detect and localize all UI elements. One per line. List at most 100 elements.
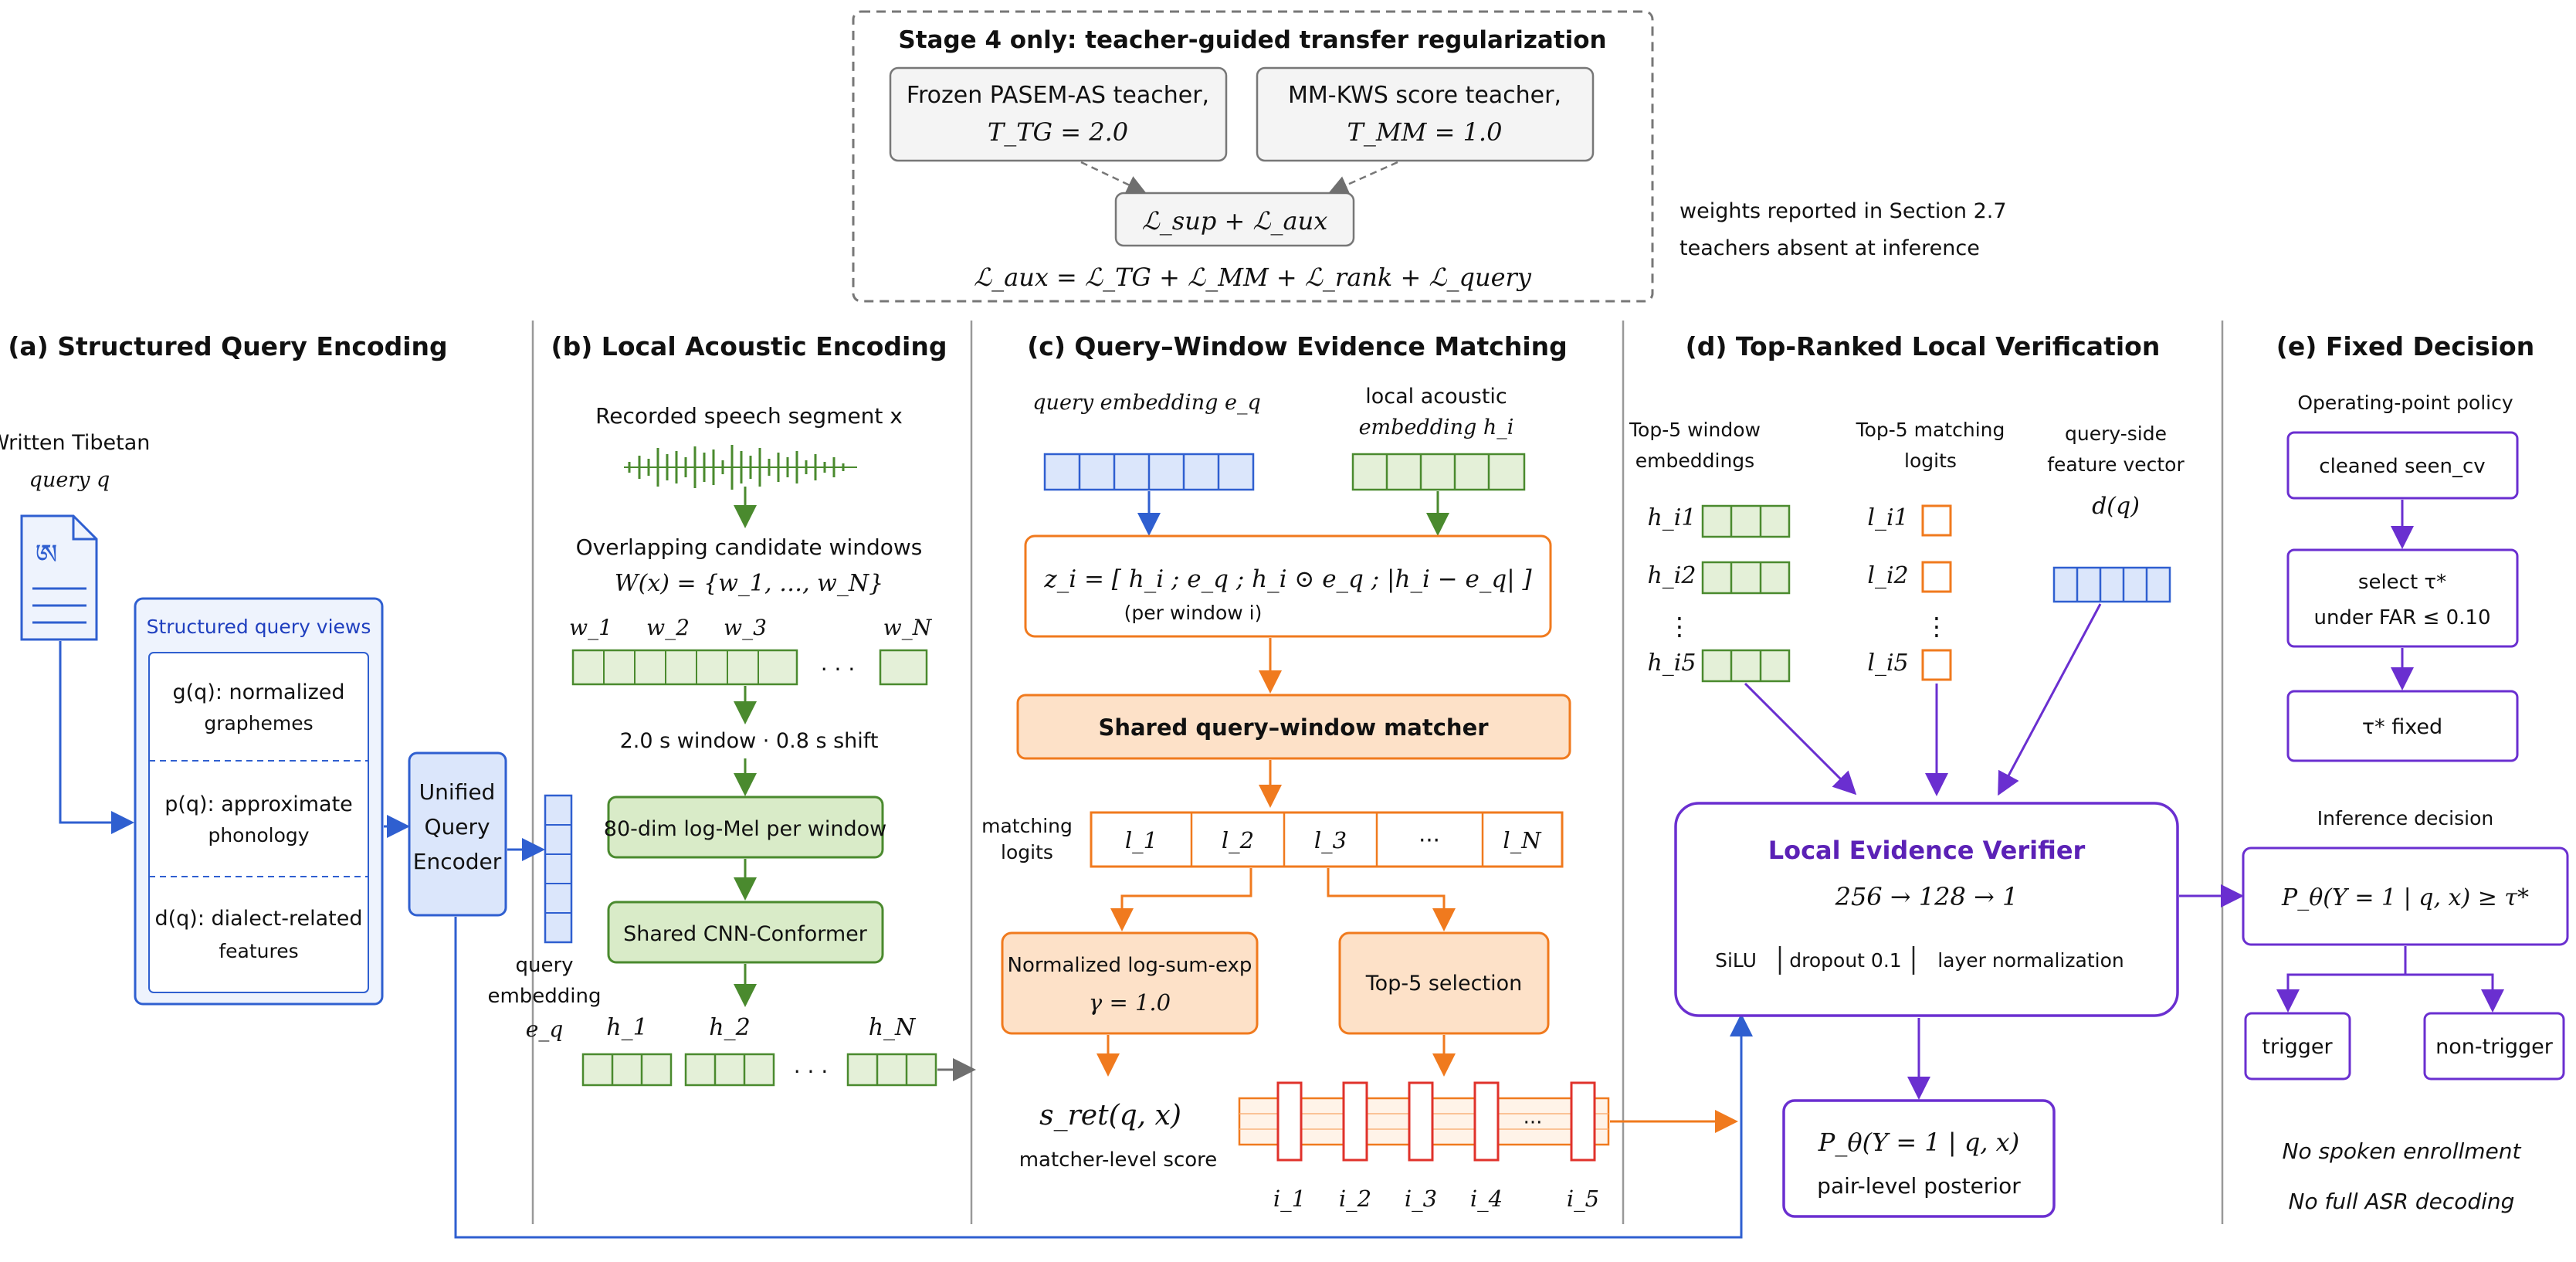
trigger-box [2244,1012,2351,1081]
dq-label-2: feature vector [2047,453,2185,476]
trigger-label: trigger [2262,1035,2333,1059]
z-formula: z_i = [ h_i ; e_q ; h_i ⊙ e_q ; |h_i − e… [1043,565,1532,593]
shared-matcher-label: Shared query–window matcher [1098,714,1489,741]
query-encoder-box: Unified Query Encoder [408,751,507,917]
waveform-icon [624,445,857,490]
stage4-box: Stage 4 only: teacher-guided transfer re… [852,10,1654,303]
window-w2: w_2 [646,615,690,640]
lse-box [1001,931,1259,1035]
logit-dots: ··· [1418,827,1440,853]
sret-score: s_ret(q, x) [1039,1100,1181,1131]
logmel-label: 80-dim log-Mel per window [604,817,886,841]
verifier-ln: layer normalization [1937,949,2124,972]
structured-views-title: Structured query views [147,616,371,638]
l-i1-label: l_i1 [1867,504,1908,531]
local-embedding-label-2: embedding h_i [1359,416,1514,439]
panel-e-title: (e) Fixed Decision [2276,331,2534,361]
window-w1: w_1 [569,615,612,640]
posterior-label: pair-level posterior [1817,1173,2021,1199]
view-phonology-line2: phonology [208,824,309,846]
windows-strip [571,649,928,686]
verifier-arch: 256 → 128 → 1 [1835,882,2018,911]
logit-N: l_N [1503,827,1542,854]
qemb-label-2: embedding [487,985,601,1008]
verifier-title: Local Evidence Verifier [1768,836,2086,865]
policy-label: Operating-point policy [2297,392,2513,414]
top5-logit-cells [1921,504,1952,681]
teacher-mm-name: MM-KWS score teacher, [1288,82,1561,109]
structured-views-box: Structured query views g(q): normalized … [134,597,384,1006]
policy-step-2-label-1: select τ* [2358,571,2446,594]
idx-4: i_4 [1470,1186,1503,1213]
view-graphemes-line1: g(q): normalized [172,680,344,704]
panel-b-title: (b) Local Acoustic Encoding [551,331,947,361]
acoustic-embeddings [581,1053,937,1087]
logit-3: l_3 [1314,827,1347,854]
cnn-box [607,901,884,964]
input-label-line2: query q [29,468,110,492]
logits-label-2: logits [1001,841,1053,863]
stage4-note-weights: weights reported in Section 2.7 [1679,199,2007,223]
panel-c-title: (c) Query–Window Evidence Matching [1027,331,1568,361]
input-label-line1: Written Tibetan [0,431,150,455]
stage4-title: Stage 4 only: teacher-guided transfer re… [898,26,1606,54]
policy-step-2-label-2: under FAR ≤ 0.10 [2313,606,2490,629]
local-embedding-vector-c [1351,453,1526,491]
top5-embeddings-label-2: embeddings [1635,450,1754,472]
idx-2: i_2 [1339,1186,1371,1213]
lse-label-1: Normalized log-sum-exp [1008,954,1252,977]
query-embedding-vector [544,794,573,944]
document-icon: ཨ [20,514,98,641]
view-graphemes-line2: graphemes [204,712,313,734]
non-trigger-label: non-trigger [2435,1035,2554,1059]
policy-step-1-label: cleaned seen_cv [2319,455,2485,478]
teacher-mm-temp: T_MM = 1.0 [1347,117,1503,147]
stage4-note-teachers: teachers absent at inference [1679,236,1980,260]
dq-vector [2052,566,2171,603]
h-i1-label: h_i1 [1647,504,1696,531]
encoder-to-verifier-arrow [454,917,1753,1239]
verifier-silu: SiLU [1715,949,1757,972]
top5-logits-label-2: logits [1904,450,1957,472]
verifier-box: Local Evidence Verifier 256 → 128 → 1 Si… [1674,802,2179,1017]
logit-2: l_2 [1222,827,1254,854]
h1-label: h_1 [606,1014,647,1041]
top5-box [1338,931,1550,1035]
window-w3: w_3 [724,615,767,640]
note-no-asr: No full ASR decoding [2289,1189,2515,1214]
window-spec: 2.0 s window · 0.8 s shift [620,729,879,753]
teacher-tg-box [889,66,1228,162]
windows-label-2: W(x) = {w_1, …, w_N} [615,570,883,597]
hN-label: h_N [869,1014,917,1041]
note-no-enrollment: No spoken enrollment [2283,1138,2522,1164]
query-embedding-vector-c [1043,453,1255,491]
qemb-label-3: e_q [526,1016,564,1042]
z-feature-box [1024,534,1552,638]
qemb-label-1: query [515,954,573,977]
svg-text:ཨ: ཨ [36,539,58,571]
encoder-label-1: Unified [419,779,496,805]
view-dialect-line2: features [219,940,298,962]
top5-embedding-cells [1701,504,1791,683]
top5-logits-label-1: Top-5 matching [1856,419,2005,441]
top5-label: Top-5 selection [1365,972,1522,996]
z-subtitle: (per window i) [1124,602,1263,624]
policy-step-1 [2286,431,2519,500]
decision-rule: P_θ(Y = 1 | q, x) ≥ τ* [2281,884,2529,911]
encoder-label-2: Query [424,814,490,840]
speech-label: Recorded speech segment x [595,403,903,429]
loss-sum: ℒ_sup + ℒ_aux [1142,206,1328,236]
h-dots: · · · [794,1059,829,1084]
local-embedding-label-1: local acoustic [1365,385,1507,409]
policy-step-3-label: τ* fixed [2362,715,2442,739]
posterior-box: P_θ(Y = 1 | q, x) pair-level posterior [1782,1099,2056,1218]
loss-aux-formula: ℒ_aux = ℒ_TG + ℒ_MM + ℒ_rank + ℒ_query [974,263,1532,292]
idx-3: i_3 [1405,1186,1437,1213]
top5-embeddings-label-1: Top-5 window [1629,419,1761,441]
panel-d-title: (d) Top-Ranked Local Verification [1686,331,2161,361]
dq-label-1: query-side [2065,422,2167,445]
view-dialect-line1: d(q): dialect-related [155,907,363,931]
l-i2-label: l_i2 [1867,562,1908,589]
teacher-tg-temp: T_TG = 2.0 [988,117,1128,147]
